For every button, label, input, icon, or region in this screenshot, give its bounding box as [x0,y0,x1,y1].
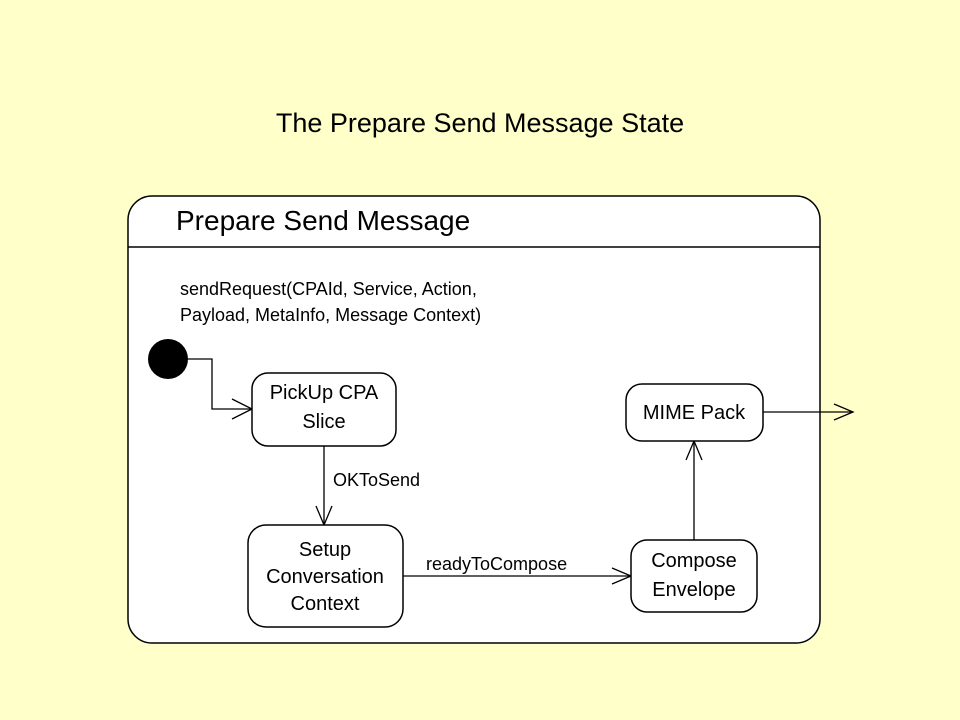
page-title: The Prepare Send Message State [275,108,685,138]
composite-state-name: Prepare Send Message [176,205,470,236]
state-setup-line3: Context [291,593,360,615]
arrowhead [833,403,855,421]
state-setup-line2: Conversation [266,566,384,588]
state-pickup-line1: PickUp CPA [270,382,379,404]
state-pickup-cpa-slice: PickUp CPA Slice [251,372,397,447]
state-pickup-line2: Slice [302,411,345,433]
transition-label-ready-to-compose: readyToCompose [426,554,567,574]
state-setup-conversation-context: Setup Conversation Context [247,524,404,628]
state-compose-line2: Envelope [652,579,735,601]
entry-event-line1: sendRequest(CPAId, Service, Action, [180,279,477,299]
transition-label-ok-to-send: OKToSend [333,470,420,490]
state-mime-line1: MIME Pack [643,402,746,424]
state-mime-pack: MIME Pack [625,383,764,442]
entry-event-line2: Payload, MetaInfo, Message Context) [180,305,481,325]
state-compose-envelope: Compose Envelope [630,539,758,613]
state-compose-line1: Compose [651,550,737,572]
transition-exit [763,403,855,421]
state-setup-line1: Setup [299,539,351,561]
initial-state-dot [148,339,188,379]
